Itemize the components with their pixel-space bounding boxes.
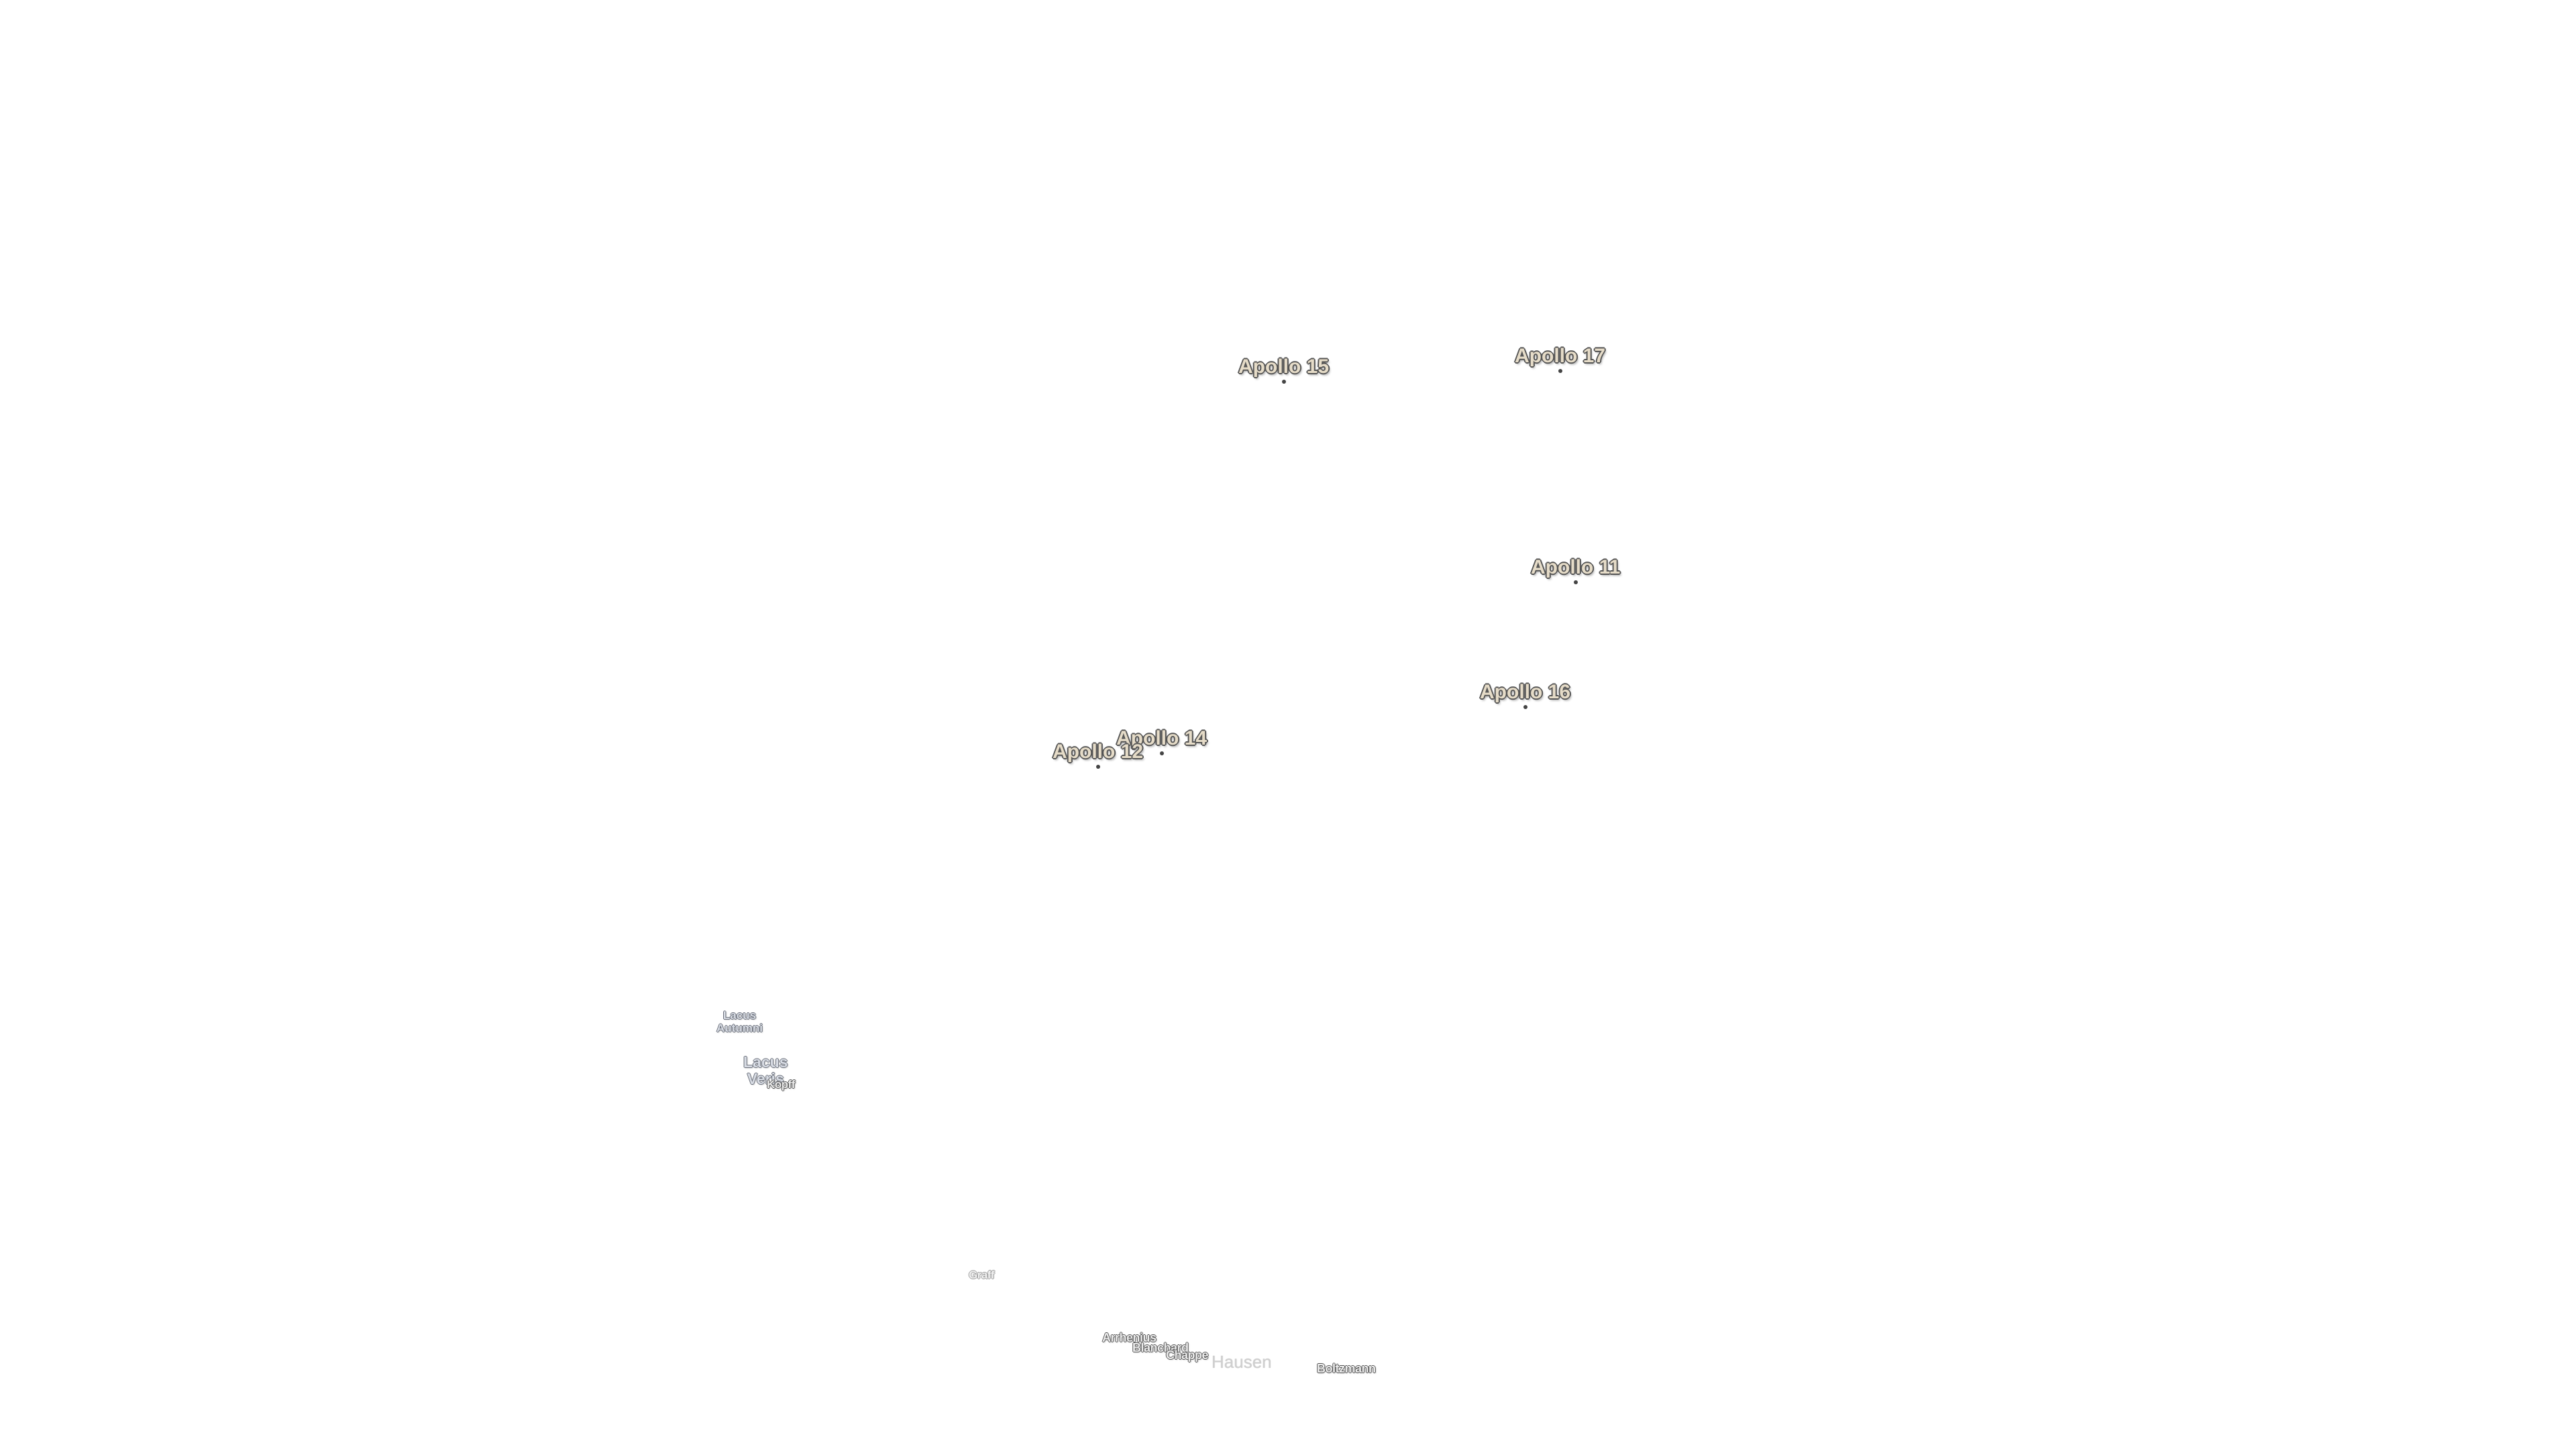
apollo-11-label: Apollo 11 [1531, 556, 1621, 578]
lacus-autumni-label[interactable]: Lacus Autumni [716, 1010, 763, 1034]
landing-site-dot-icon [1281, 380, 1286, 384]
apollo-15-label: Apollo 15 [1238, 356, 1330, 378]
landing-site-dot-icon [1558, 369, 1562, 373]
landing-site-dot-icon [1095, 765, 1100, 769]
apollo-11-marker[interactable]: Apollo 11 [1531, 556, 1621, 584]
lacus-autumni-line-2: Autumni [716, 1022, 763, 1034]
apollo-14-label: Apollo 14 [1116, 727, 1208, 749]
lacus-veris-label[interactable]: Lacus Veris [743, 1055, 788, 1087]
crater-chappe-label[interactable]: Chappe [1166, 1348, 1209, 1362]
apollo-14-marker[interactable]: Apollo 14 [1116, 727, 1208, 755]
lacus-veris-line-2: Veris [747, 1070, 784, 1087]
apollo-16-marker[interactable]: Apollo 16 [1480, 681, 1571, 709]
landing-site-dot-icon [1159, 751, 1164, 755]
lacus-autumni-line-1: Lacus [722, 1009, 757, 1022]
crater-graff-label[interactable]: Graff [969, 1269, 995, 1281]
apollo-12-marker[interactable]: Apollo 12 [1053, 741, 1144, 769]
lacus-veris-line-1: Lacus [743, 1053, 788, 1071]
crater-kopff-label[interactable]: Kopff [767, 1078, 795, 1091]
apollo-15-marker[interactable]: Apollo 15 [1238, 356, 1330, 384]
landing-site-dot-icon [1523, 705, 1527, 709]
apollo-17-label: Apollo 17 [1515, 345, 1606, 367]
crater-hausen-label[interactable]: Hausen [1212, 1352, 1272, 1372]
crater-boltzmann-label[interactable]: Boltzmann [1317, 1362, 1376, 1375]
crater-blanchard-label[interactable]: Blanchard [1132, 1341, 1189, 1354]
apollo-17-marker[interactable]: Apollo 17 [1515, 345, 1606, 373]
apollo-16-label: Apollo 16 [1480, 681, 1571, 703]
crater-arrhenius-label[interactable]: Arrhenius [1102, 1331, 1157, 1344]
landing-site-dot-icon [1573, 580, 1578, 584]
apollo-12-label: Apollo 12 [1053, 741, 1144, 763]
